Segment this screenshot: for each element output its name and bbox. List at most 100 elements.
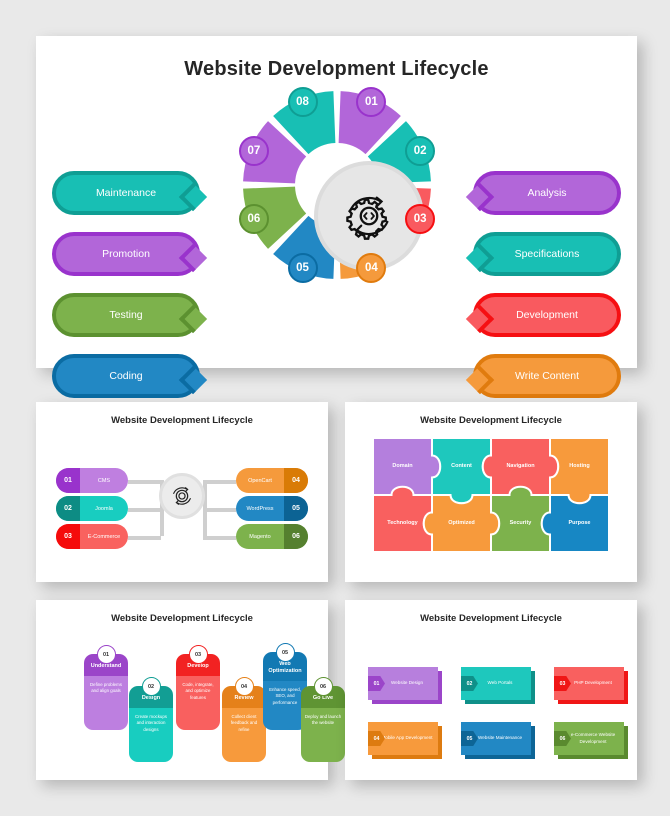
step-card-description: Create mockups and interaction designs xyxy=(129,707,173,762)
connector-line-right-3 xyxy=(203,536,236,540)
step-number-badge-03[interactable]: 03 xyxy=(188,645,208,664)
step-label-01[interactable]: Analysis xyxy=(465,171,621,215)
step-label-06[interactable]: Testing xyxy=(52,293,208,337)
services-slide: Website Development Lifecycle Website De… xyxy=(345,600,637,780)
cms-item-number: 06 xyxy=(284,524,308,549)
main-slide: Website Development Lifecycle xyxy=(36,36,637,398)
cms-item-05[interactable]: WordPress 05 xyxy=(236,496,308,521)
puzzle-piece-label: Navigation xyxy=(506,462,535,469)
step-badge-03[interactable]: 03 xyxy=(405,204,436,235)
step-badge-05[interactable]: 05 xyxy=(287,253,318,284)
step-number-badge-05[interactable]: 05 xyxy=(275,643,295,662)
step-card-title: Develop xyxy=(176,654,220,676)
pill-label: Specifications xyxy=(514,248,580,260)
puzzle-piece-hosting[interactable] xyxy=(549,437,610,505)
steps-slide-title: Website Development Lifecycle xyxy=(111,613,253,624)
puzzle-piece-label: Hosting xyxy=(569,462,590,469)
step-number-badge-06[interactable]: 06 xyxy=(313,677,333,696)
cms-item-number: 01 xyxy=(56,468,80,493)
step-number-badge-04[interactable]: 04 xyxy=(234,677,254,696)
puzzle-pieces xyxy=(372,437,610,553)
step-card-title: Understand xyxy=(84,654,128,676)
wheel-segment-06[interactable] xyxy=(243,186,307,249)
step-label-03[interactable]: Development xyxy=(465,293,621,337)
service-card-number: 03 xyxy=(554,676,571,691)
step-badge-02[interactable]: 02 xyxy=(405,135,436,166)
pill-label: Analysis xyxy=(527,187,567,199)
cms-item-number: 05 xyxy=(284,496,308,521)
puzzle-piece-label: Security xyxy=(509,519,532,526)
step-number-badge-02[interactable]: 02 xyxy=(141,677,161,696)
step-card-description: Collect client feedback and refine xyxy=(222,707,266,762)
step-card-title: Design xyxy=(129,686,173,708)
step-badge-07[interactable]: 07 xyxy=(238,135,269,166)
cms-item-06[interactable]: Magento 06 xyxy=(236,524,308,549)
puzzle-piece-purpose[interactable] xyxy=(540,494,610,553)
connector-line-left-3 xyxy=(128,536,161,540)
step-badge-04[interactable]: 04 xyxy=(356,253,387,284)
cms-item-label: WordPress xyxy=(246,505,274,512)
wheel-segment-01[interactable] xyxy=(338,91,401,155)
puzzle-piece-label: Domain xyxy=(392,462,413,469)
pill-arrow-tip xyxy=(465,182,495,212)
pill-arrow-tip xyxy=(178,304,208,334)
cms-slide-title: Website Development Lifecycle xyxy=(111,415,253,426)
pill-arrow-tip xyxy=(178,182,208,212)
pill-label: Maintenance xyxy=(95,187,157,199)
cms-hub xyxy=(159,473,205,519)
service-card-number: 04 xyxy=(368,731,385,746)
cms-item-number: 02 xyxy=(56,496,80,521)
step-badge-08[interactable]: 08 xyxy=(287,86,318,117)
cms-item-number: 03 xyxy=(56,524,80,549)
service-card-number: 06 xyxy=(554,731,571,746)
step-label-02[interactable]: Specifications xyxy=(465,232,621,276)
step-label-05[interactable]: Coding xyxy=(52,354,208,398)
connector-line-right-1 xyxy=(203,480,236,484)
step-number-badge-01[interactable]: 01 xyxy=(96,645,116,664)
puzzle-piece-label: Technology xyxy=(387,519,418,526)
pill-label: Testing xyxy=(109,309,143,321)
puzzle-piece-label: Content xyxy=(451,462,472,469)
pill-label: Development xyxy=(516,309,578,321)
pill-arrow-tip xyxy=(178,365,208,395)
step-label-04[interactable]: Write Content xyxy=(465,354,621,398)
step-badge-06[interactable]: 06 xyxy=(238,204,269,235)
step-card-description: Enhance speed, SEO, and performance xyxy=(263,680,307,730)
step-badge-01[interactable]: 01 xyxy=(356,86,387,117)
step-card-title: Go Live xyxy=(301,686,345,708)
steps-slide: Website Development Lifecycle Understand… xyxy=(36,600,345,780)
cms-item-label: Magento xyxy=(249,533,271,540)
puzzle-piece-content[interactable] xyxy=(431,437,492,505)
pill-arrow-tip xyxy=(465,304,495,334)
cms-item-label: E-Commerce xyxy=(87,533,121,540)
cms-item-03[interactable]: 03 E-Commerce xyxy=(56,524,128,549)
page-title: Website Development Lifecycle xyxy=(184,58,489,80)
puzzle-piece-label: Optimized xyxy=(448,519,475,526)
service-card-label: e-Commerce Website Development xyxy=(554,722,624,755)
step-card-description: Code, integrate, and optimize features xyxy=(176,675,220,730)
step-label-07[interactable]: Promotion xyxy=(52,232,208,276)
gear-code-cycle-icon xyxy=(346,196,389,240)
step-label-08[interactable]: Maintenance xyxy=(52,171,208,215)
service-card-number: 05 xyxy=(461,731,478,746)
puzzle-piece-label: Purpose xyxy=(568,519,591,526)
